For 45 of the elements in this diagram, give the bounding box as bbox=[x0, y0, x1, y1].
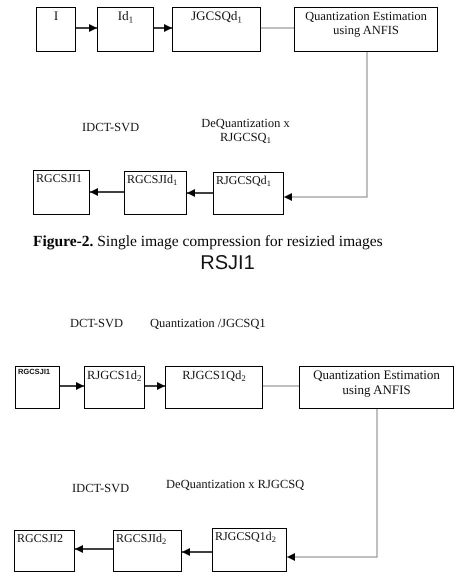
box-label: RJGCS1Qd$_{2}$ bbox=[182, 368, 246, 382]
box-label: Quantization Estimation using ANFIS bbox=[304, 9, 428, 38]
arrow bbox=[145, 382, 165, 390]
arrow bbox=[75, 545, 113, 553]
arrow bbox=[60, 382, 84, 390]
arrow bbox=[182, 548, 212, 556]
process-box bbox=[15, 366, 60, 409]
box-label: RJGCS1d$_{2}$ bbox=[87, 368, 142, 382]
text-label: DeQuantization x RJGCSQ$_{1}$ bbox=[200, 116, 291, 145]
box-label: Id$_{1}$ bbox=[118, 9, 134, 24]
process-box bbox=[124, 171, 187, 215]
box-label: RGCSJI1 bbox=[36, 172, 82, 186]
process-box bbox=[294, 7, 438, 52]
box-label: JGCSQd$_{1}$ bbox=[191, 9, 242, 24]
process-box bbox=[84, 366, 145, 409]
box-label: RGCSJI2 bbox=[17, 532, 64, 546]
box-label: RJGCSQd$_{1}$ bbox=[216, 174, 271, 188]
process-box bbox=[97, 7, 154, 52]
arrow bbox=[284, 52, 368, 201]
process-box bbox=[113, 530, 182, 572]
process-box bbox=[299, 366, 454, 409]
arrow bbox=[76, 24, 97, 32]
arrow bbox=[154, 24, 172, 32]
process-box bbox=[165, 366, 263, 409]
box-label: I bbox=[54, 9, 58, 24]
figure-caption: Figure-2. Single image compression for resizied images bbox=[33, 233, 383, 251]
text-label: DCT-SVD bbox=[70, 316, 124, 330]
arrow bbox=[286, 408, 378, 561]
text-label: DeQuantization x RJGCSQ bbox=[166, 477, 304, 492]
box-label: RGCSJId$_{2}$ bbox=[116, 532, 166, 546]
process-box bbox=[172, 7, 261, 52]
text-label: IDCT-SVD bbox=[72, 481, 130, 496]
process-box bbox=[33, 170, 90, 215]
text-label: Quantization /JGCSQ1 bbox=[150, 316, 266, 330]
text-label: IDCT-SVD bbox=[82, 120, 140, 134]
box-label: RGCSJId$_{1}$ bbox=[127, 173, 178, 187]
text-label: RSJI1 bbox=[199, 252, 256, 275]
arrow bbox=[90, 188, 124, 196]
arrow bbox=[187, 189, 213, 197]
process-box bbox=[14, 530, 75, 572]
process-box bbox=[213, 172, 284, 215]
process-box bbox=[212, 528, 287, 572]
box-label: Quantization Estimation using ANFIS bbox=[312, 368, 441, 398]
process-box bbox=[36, 7, 76, 52]
box-label: RJGCSQ1d$_{2}$ bbox=[215, 530, 276, 544]
